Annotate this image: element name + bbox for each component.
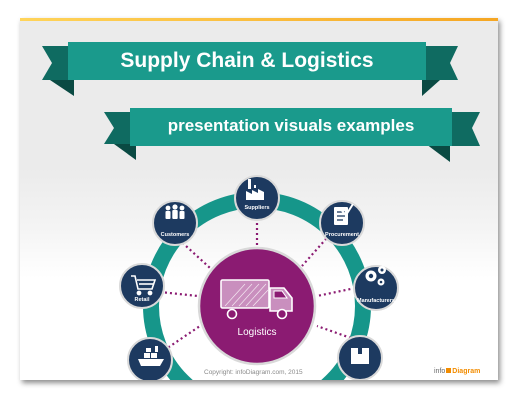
node-manufacturers	[353, 265, 399, 311]
factory-icon	[246, 179, 264, 200]
node-label-manufacturers: Manufacturers	[357, 298, 395, 304]
checklist-icon	[334, 203, 354, 225]
page-subtitle: presentation visuals examples	[167, 116, 415, 135]
top-accent-line	[20, 18, 498, 21]
center-label: Logistics	[237, 327, 277, 338]
node-label-suppliers: Suppliers	[244, 205, 270, 211]
people-icon	[165, 204, 185, 219]
node-label-customers: Customers	[160, 232, 190, 238]
diagram	[119, 175, 399, 380]
cargo-ship-icon	[138, 346, 164, 366]
logo-diagram-text: Diagram	[452, 368, 481, 375]
logo-info-text: info	[434, 368, 446, 375]
shopping-cart-icon	[131, 275, 157, 296]
slide: Supply Chain & Logistics presentation vi…	[20, 18, 498, 380]
box-icon	[351, 348, 369, 364]
node-label-retail: Retail	[134, 297, 150, 303]
delivery-truck-icon	[220, 279, 293, 320]
node-customers	[152, 200, 198, 246]
infodiagram-logo: info Diagram	[434, 368, 480, 375]
copyright-text: Copyright: infoDiagram.com, 2015	[204, 369, 303, 376]
node-label-procurement: Procurement	[325, 232, 359, 238]
title-banner	[42, 42, 480, 162]
node-retail	[119, 263, 165, 309]
gears-icon	[365, 266, 386, 286]
logo-mark	[446, 368, 452, 373]
page-title: Supply Chain & Logistics	[120, 49, 374, 72]
